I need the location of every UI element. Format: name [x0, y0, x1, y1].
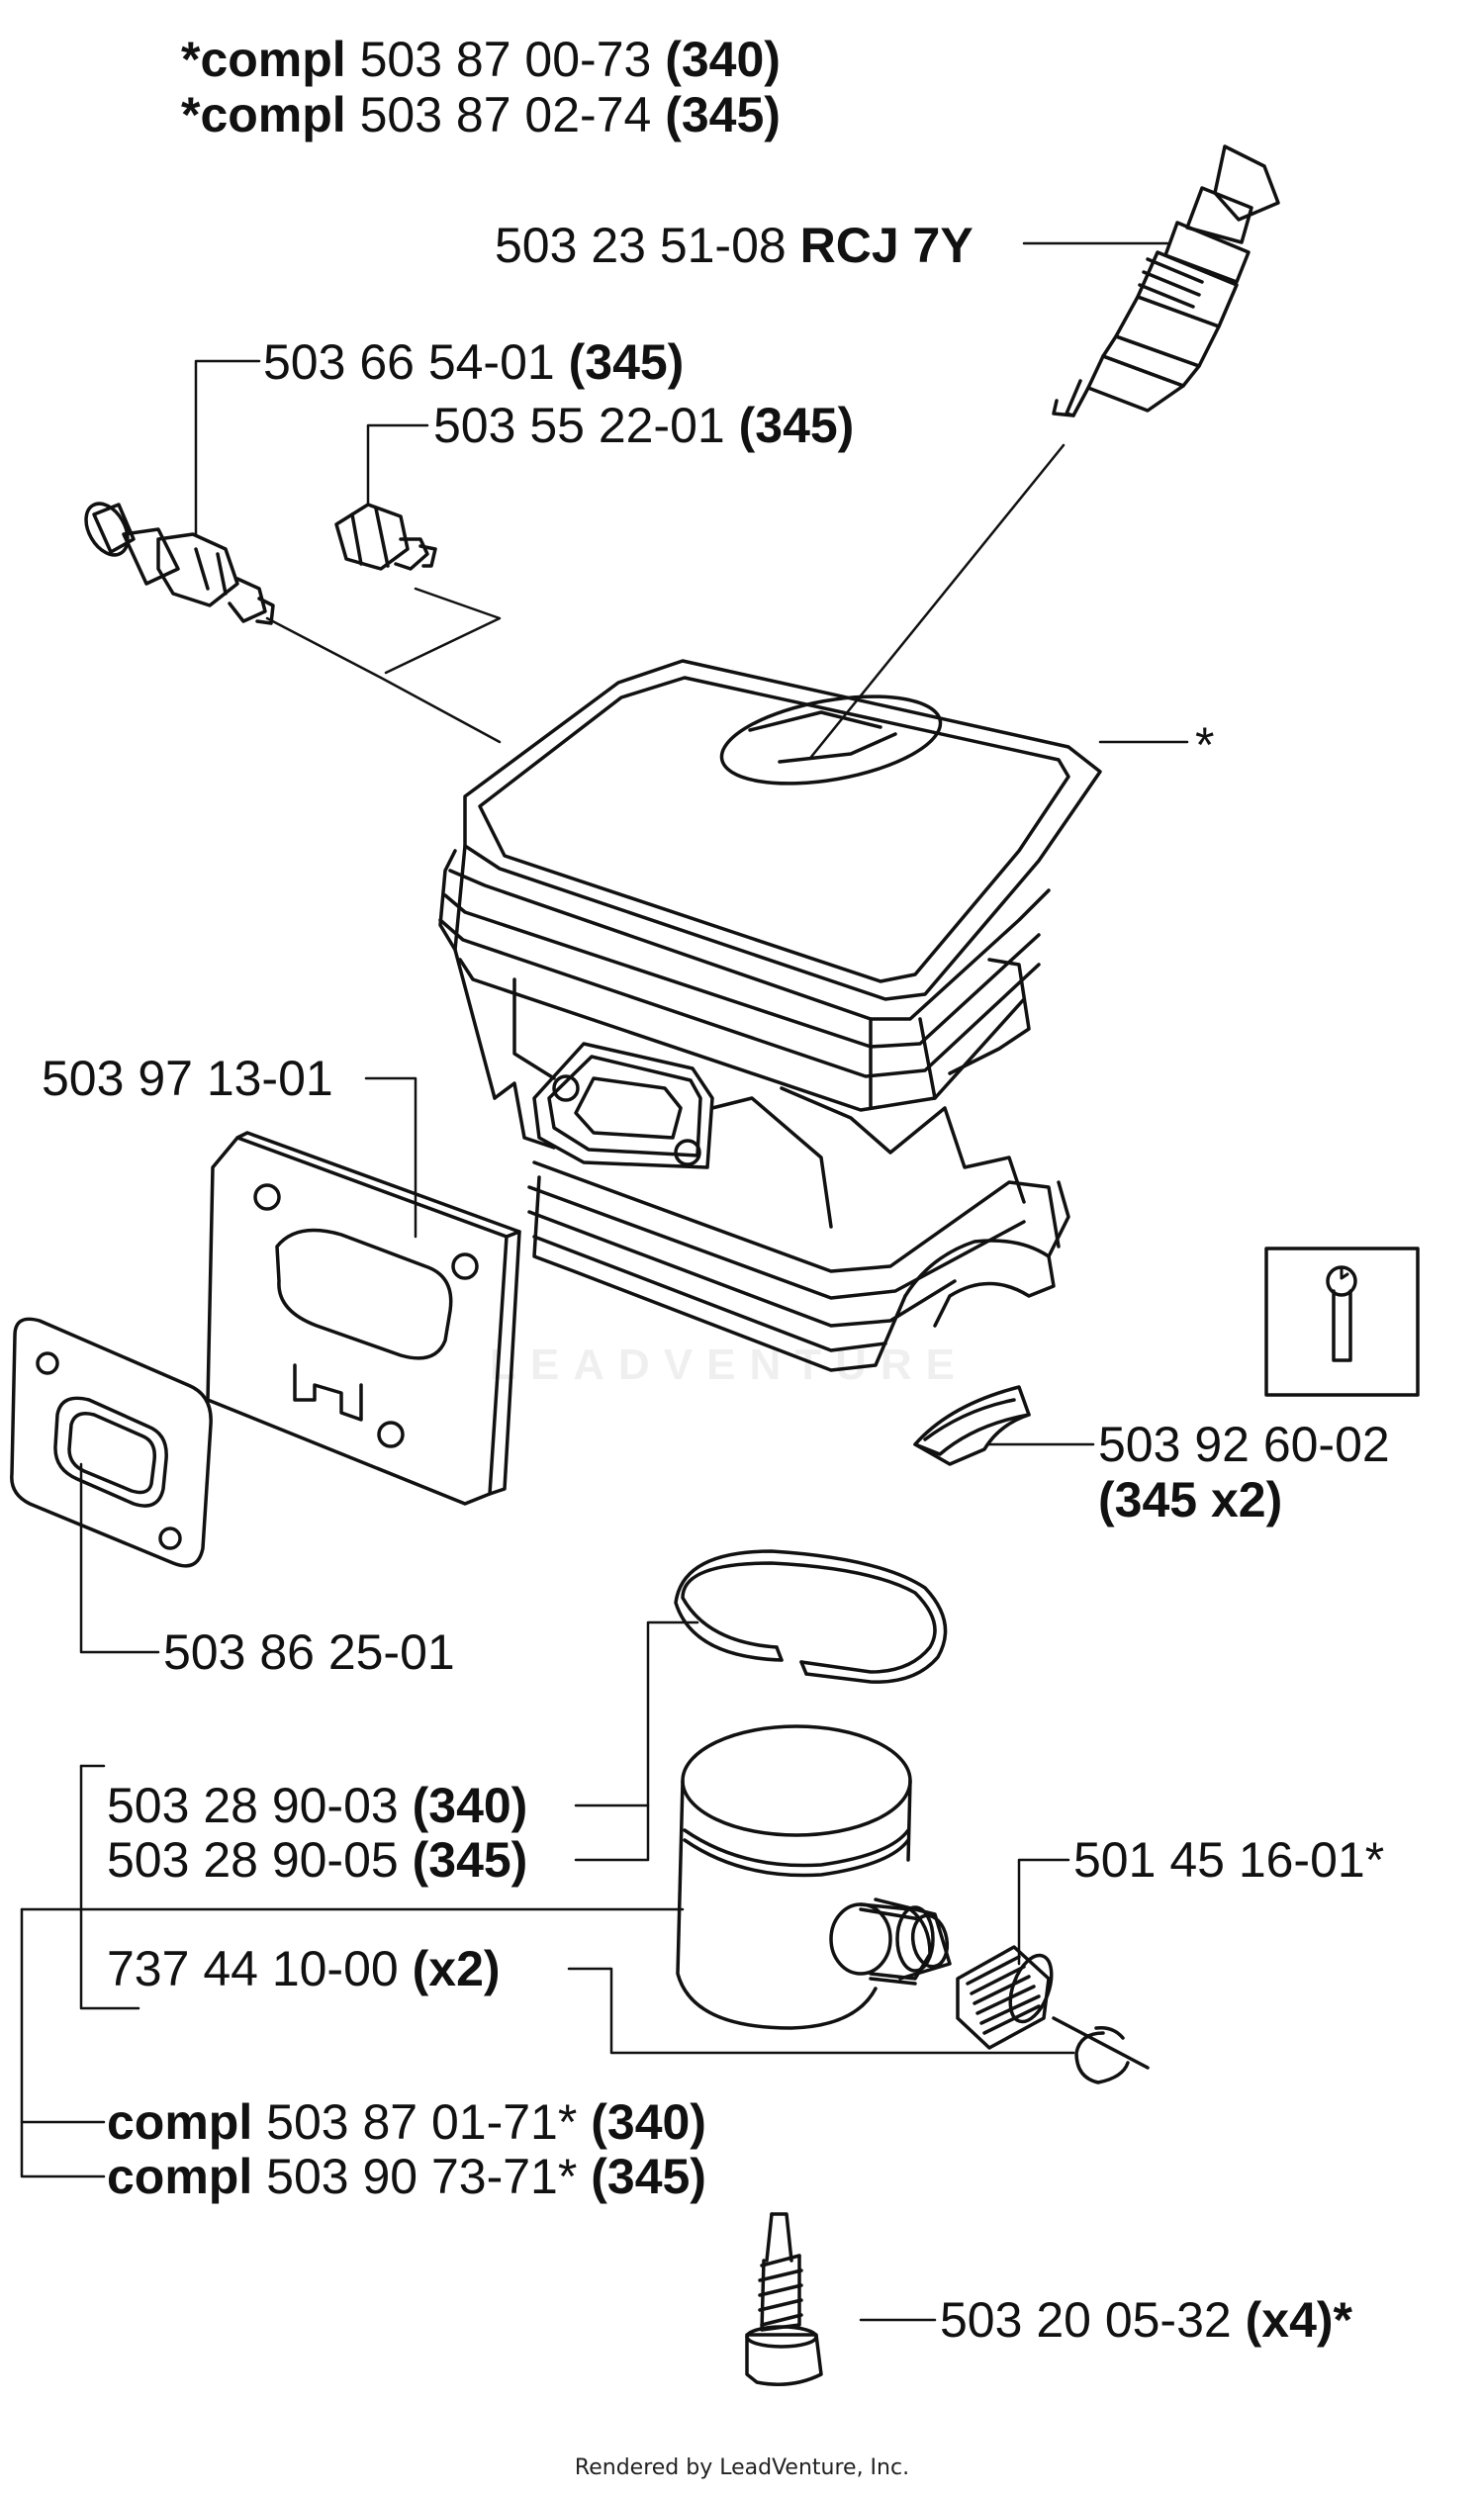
- gasket-plate-label: 503 97 13-01: [42, 1051, 333, 1106]
- compl-prefix: compl: [107, 2149, 253, 2204]
- piston-ring-345-label: 503 28 90-05 (345): [107, 1832, 527, 1888]
- plug-type: RCJ 7Y: [799, 218, 974, 273]
- part-number: 501 45 16-01*: [1073, 1832, 1385, 1888]
- part-number: 503 86 25-01: [163, 1624, 455, 1680]
- decomp-valve-drawing: [84, 502, 275, 625]
- compl-prefix: *compl: [181, 32, 346, 87]
- leader-circlip: [567, 1967, 1075, 2055]
- piston-ring-drawing: [674, 1549, 948, 1684]
- model-tag: (345 x2): [1098, 1472, 1283, 1527]
- header-line-1: *compl 503 87 00-73 (340): [181, 32, 781, 87]
- spark-plug-label: 503 23 51-08 RCJ 7Y: [495, 218, 974, 273]
- model-tag: (345): [568, 334, 685, 390]
- qty-tag: (x4)*: [1245, 2292, 1352, 2348]
- part-number: 503 90 73-71*: [266, 2149, 578, 2204]
- model-tag: (340): [591, 2094, 706, 2150]
- piston-ring-340-label: 503 28 90-03 (340): [107, 1778, 527, 1833]
- footer-credit: Rendered by LeadVenture, Inc.: [574, 2455, 910, 2480]
- decomp-valve-label: 503 66 54-01 (345): [263, 334, 684, 390]
- model-tag: (345): [738, 398, 855, 453]
- model-tag: (345): [412, 1832, 528, 1888]
- part-number: 503 55 22-01: [433, 398, 725, 453]
- model-tag: (345): [665, 87, 781, 142]
- piston-compl-345-label: compl 503 90 73-71* (345): [107, 2149, 706, 2204]
- leader-gasket-plate: [364, 1076, 417, 1239]
- watermark: LEADVENTURE: [490, 1341, 970, 1389]
- piston-compl-340-label: compl 503 87 01-71* (340): [107, 2094, 706, 2150]
- circlip-drawing: [1074, 2025, 1130, 2084]
- leader-compl: [20, 1907, 106, 2178]
- part-number: 503 92 60-02: [1098, 1417, 1390, 1472]
- screw-drawing: [745, 2212, 823, 2386]
- needle-bearing-drawing: [956, 1945, 1150, 2070]
- tool-icon: [1264, 1247, 1420, 1397]
- leader-spark-plug-to-cylinder: [809, 443, 1066, 759]
- model-tag: (340): [412, 1778, 528, 1833]
- spark-plug-drawing: [1052, 144, 1280, 417]
- leader-valves-to-cylinder: [265, 616, 502, 744]
- compl-prefix: *compl: [181, 87, 346, 142]
- cylinder-drawing: [438, 659, 1102, 1372]
- part-number: 503 28 90-05: [107, 1832, 399, 1888]
- exhaust-gasket-label: 503 86 25-01: [163, 1624, 455, 1680]
- header-line-2: *compl 503 87 02-74 (345): [181, 87, 781, 142]
- compl-prefix: compl: [107, 2094, 253, 2150]
- shim-drawing: [913, 1385, 1031, 1466]
- part-number: 503 87 00-73: [359, 32, 652, 87]
- part-number: 503 87 02-74: [359, 87, 652, 142]
- leader-lines: [20, 241, 1189, 2322]
- cylinder-star-label: *: [1195, 717, 1214, 773]
- leader-decomp-valve: [194, 359, 261, 536]
- part-number: 737 44 10-00: [107, 1941, 399, 1996]
- shim-qty-label: (345 x2): [1098, 1472, 1282, 1527]
- leader-piston-group: [79, 1764, 140, 2010]
- part-number: 503 23 51-08: [495, 218, 787, 273]
- part-number: 503 87 01-71*: [266, 2094, 578, 2150]
- bearing-label: 501 45 16-01*: [1073, 1832, 1384, 1888]
- exhaust-gasket-drawing: [10, 1317, 213, 1568]
- gasket-plate-drawing: [206, 1131, 521, 1506]
- part-number: 503 66 54-01: [263, 334, 555, 390]
- screw-label: 503 20 05-32 (x4)*: [940, 2292, 1352, 2348]
- qty-tag: (x2): [412, 1941, 501, 1996]
- circlip-label: 737 44 10-00 (x2): [107, 1941, 501, 1996]
- part-number: 503 28 90-03: [107, 1778, 399, 1833]
- leader-bearing: [1017, 1858, 1070, 1966]
- plug-screw-drawing: [334, 503, 437, 571]
- leader-plug-screw: [366, 423, 429, 507]
- part-number: 503 20 05-32: [940, 2292, 1232, 2348]
- piston-drawing: [676, 1724, 952, 2030]
- plug-screw-label: 503 55 22-01 (345): [433, 398, 854, 453]
- part-number: 503 97 13-01: [42, 1051, 333, 1106]
- leader-piston-rings: [574, 1620, 699, 1807]
- shim-label: 503 92 60-02: [1098, 1417, 1390, 1472]
- model-tag: (340): [665, 32, 781, 87]
- star-marker: *: [1195, 717, 1215, 773]
- model-tag: (345): [591, 2149, 706, 2204]
